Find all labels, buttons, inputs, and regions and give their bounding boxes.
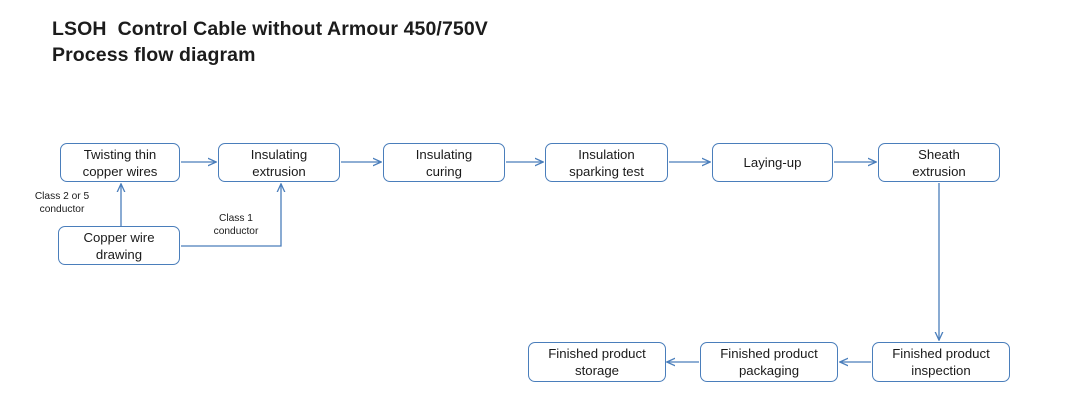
node-twisting-thin-copper-wires[interactable]: Twisting thin copper wires [60, 143, 180, 182]
node-sheath-extrusion[interactable]: Sheath extrusion [878, 143, 1000, 182]
node-label: Finished product storage [548, 346, 646, 378]
node-label: Finished product inspection [892, 346, 990, 378]
node-laying-up[interactable]: Laying-up [712, 143, 833, 182]
node-label: Insulation sparking test [569, 146, 644, 179]
node-finished-product-inspection[interactable]: Finished product inspection [872, 342, 1010, 382]
page-title: LSOH Control Cable without Armour 450/75… [52, 16, 752, 68]
edge-label-class-2-or-5-conductor: Class 2 or 5 conductor [34, 191, 90, 215]
node-finished-product-storage[interactable]: Finished product storage [528, 342, 666, 382]
title-line-1: LSOH Control Cable without Armour 450/75… [52, 18, 488, 40]
node-insulating-curing[interactable]: Insulating curing [383, 143, 505, 182]
title-line-2: Process flow diagram [52, 44, 256, 66]
node-copper-wire-drawing[interactable]: Copper wire drawing [58, 226, 180, 265]
node-finished-product-packaging[interactable]: Finished product packaging [700, 342, 838, 382]
node-label: Insulating curing [415, 146, 473, 179]
node-insulating-extrusion[interactable]: Insulating extrusion [218, 143, 340, 182]
node-label: Copper wire drawing [83, 229, 155, 262]
node-insulation-sparking-test[interactable]: Insulation sparking test [545, 143, 668, 182]
node-label: Twisting thin copper wires [82, 146, 158, 179]
node-label: Sheath extrusion [912, 146, 966, 179]
node-label: Laying-up [743, 155, 802, 170]
node-label: Finished product packaging [720, 346, 818, 378]
node-label: Insulating extrusion [250, 146, 308, 179]
edge-label-class-1-conductor: Class 1 conductor [213, 213, 259, 237]
